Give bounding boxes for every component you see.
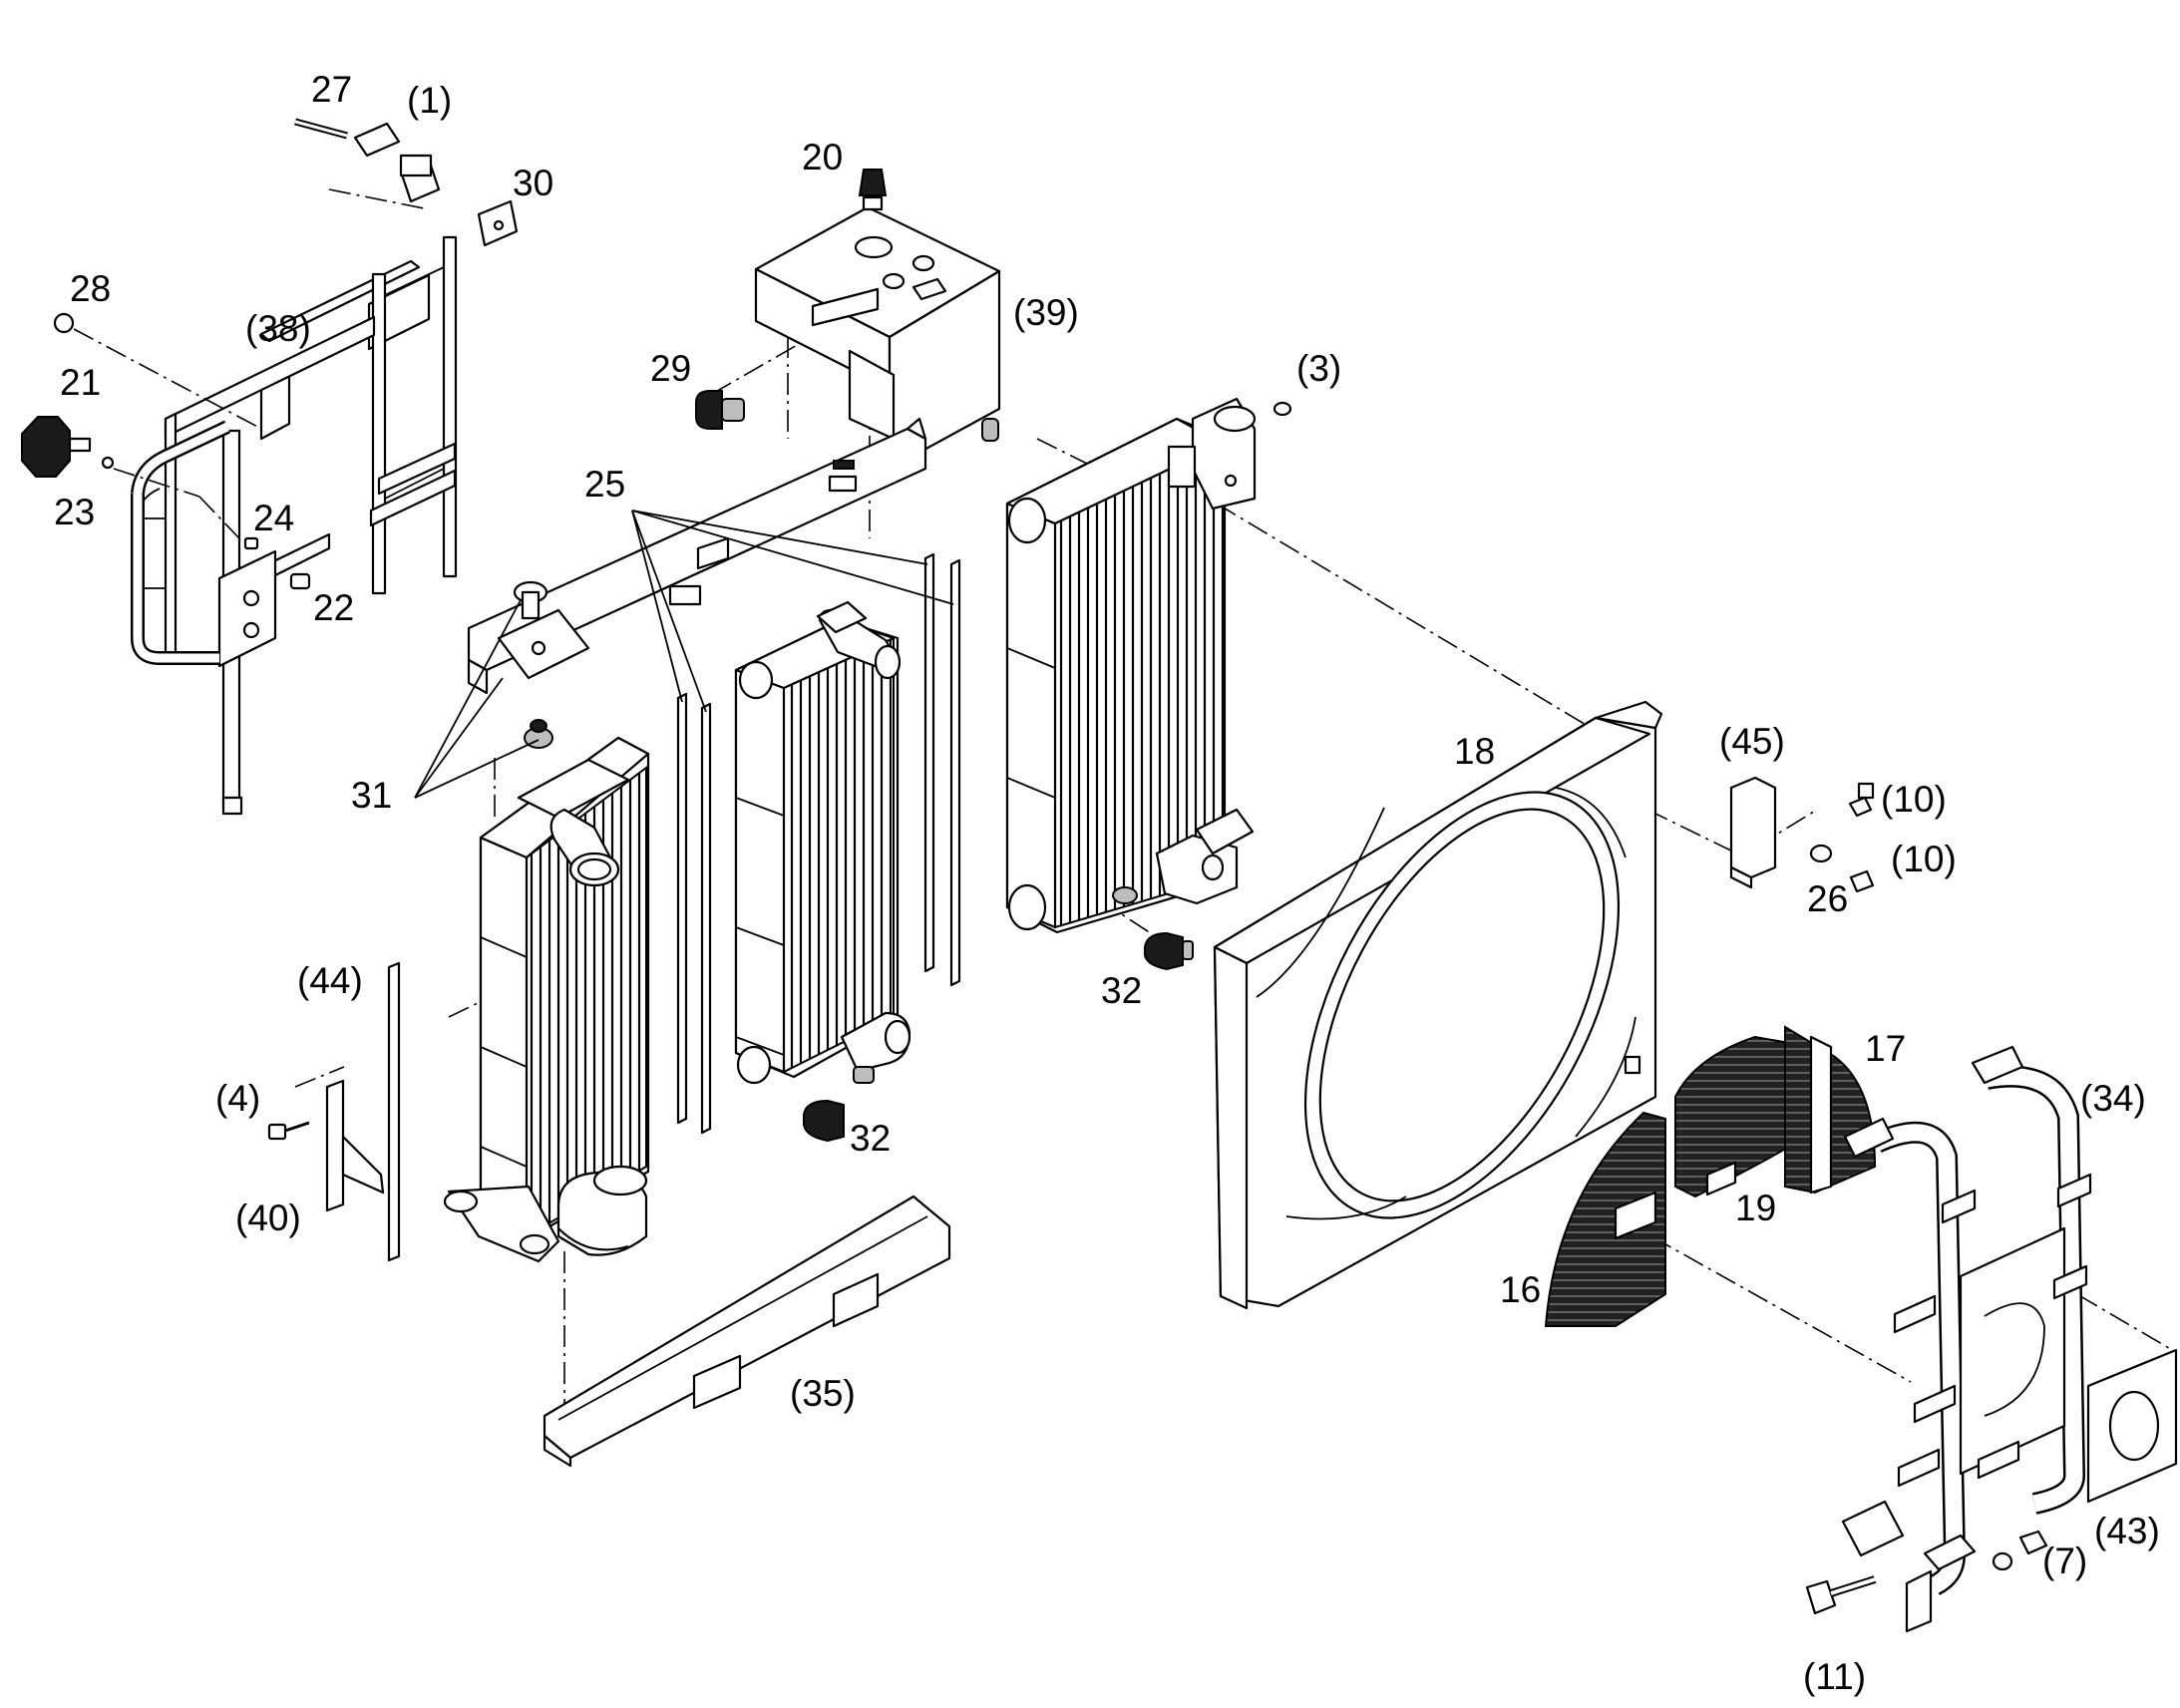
label-27: 27 [311, 69, 352, 110]
mounting-frame-38 [131, 235, 458, 816]
guard-frame-34 [1805, 1045, 2178, 1633]
label-22: 22 [313, 587, 354, 628]
label-34: (34) [2080, 1078, 2146, 1119]
label-leaders [414, 510, 954, 799]
label-3: (3) [1296, 348, 1341, 389]
mount-cushion-31 [513, 580, 553, 749]
label-21: 21 [60, 362, 101, 403]
label-39: (39) [1013, 292, 1079, 333]
label-26: 26 [1807, 878, 1848, 919]
seal-strips-25 [387, 552, 961, 1262]
label-32a: 32 [1101, 970, 1142, 1011]
label-25: 25 [584, 464, 625, 505]
label-23: 23 [54, 492, 95, 532]
fan-guard-17 [1784, 1025, 1877, 1195]
label-16: 16 [1500, 1269, 1541, 1310]
label-1: (1) [407, 80, 452, 121]
label-44: (44) [297, 960, 363, 1001]
label-43: (43) [2094, 1511, 2160, 1551]
label-30: 30 [513, 163, 553, 203]
label-24: 24 [253, 498, 294, 538]
label-7: (7) [2042, 1540, 2087, 1581]
label-28: 28 [70, 268, 111, 309]
label-45: (45) [1719, 721, 1785, 762]
label-11: (11) [1803, 1656, 1866, 1697]
label-38: (38) [245, 308, 311, 349]
label-10a: (10) [1881, 779, 1947, 820]
label-20: 20 [802, 137, 843, 177]
knob-21 [21, 312, 115, 478]
oil-cooler [734, 600, 911, 1143]
top-support-bracket [467, 417, 927, 695]
fan-shroud-18 [1213, 700, 1663, 1310]
callout-labels: 27 (1) 30 20 28 (38) (39) 29 (3) 21 23 2… [54, 69, 2160, 1697]
label-17: 17 [1865, 1028, 1906, 1069]
label-29: 29 [650, 348, 691, 389]
bottom-rail-35 [543, 1195, 951, 1468]
label-40: (40) [235, 1197, 301, 1238]
label-10b: (10) [1891, 839, 1957, 879]
label-4: (4) [215, 1078, 260, 1119]
label-19: 19 [1735, 1188, 1776, 1228]
label-32b: 32 [850, 1118, 891, 1159]
label-31: 31 [351, 775, 392, 816]
fan-guard-16 [1544, 1111, 1666, 1327]
clamp-assembly [294, 118, 519, 247]
label-18: 18 [1454, 731, 1495, 772]
fan-guard-19 [1674, 1035, 1790, 1198]
reservoir-tank-39 [695, 169, 1001, 471]
label-35: (35) [790, 1373, 856, 1414]
radiator [1005, 397, 1292, 971]
charge-air-cooler [443, 736, 650, 1263]
bracket-40 [267, 1079, 385, 1212]
bracket-45 [1729, 776, 1875, 893]
